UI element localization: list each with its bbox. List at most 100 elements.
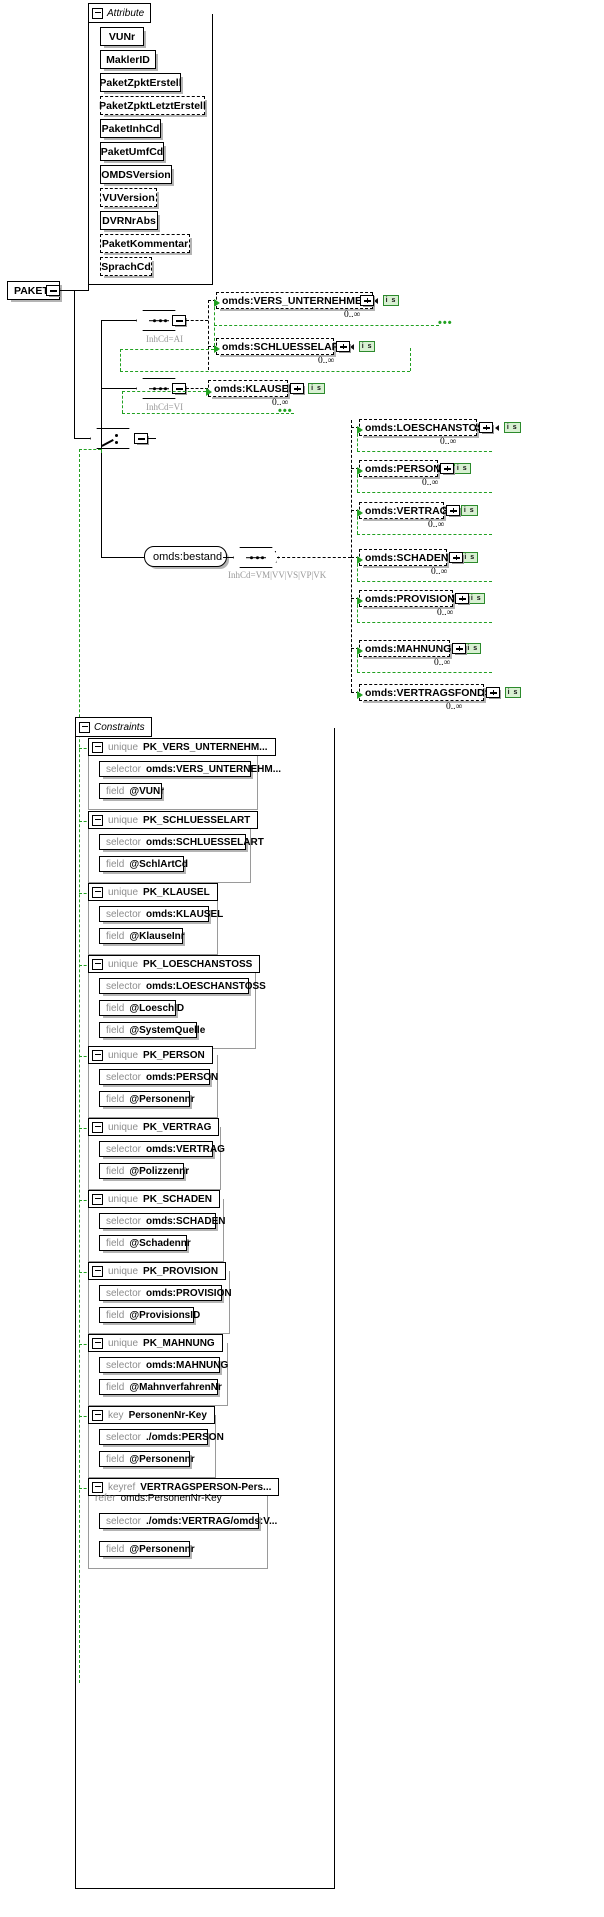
constraint-row-selector[interactable]: selector ./omds:VERTRAG/omds:V... <box>99 1513 277 1529</box>
choice-compositor[interactable] <box>90 428 136 449</box>
minus-icon[interactable] <box>92 1049 103 1061</box>
attribute-paketkommentar[interactable]: PaketKommentar <box>100 234 190 253</box>
attribute-maklerid[interactable]: MaklerID <box>100 50 156 69</box>
constraint-header-2[interactable]: unique PK_KLAUSEL <box>88 883 218 901</box>
constraint-row-selector[interactable]: selector omds:SCHADEN <box>99 1213 225 1229</box>
constraint-row-field[interactable]: field @Schadennr <box>99 1235 191 1251</box>
group-omds-bestand[interactable]: omds:bestand <box>144 546 227 567</box>
constraint-row-field[interactable]: field @Personennr <box>99 1541 195 1557</box>
sequence-compositor-bestand[interactable] <box>233 547 279 568</box>
row-value: ./omds:PERSON <box>146 1431 224 1443</box>
element-vertrag[interactable]: omds:VERTRAG i s <box>359 502 478 519</box>
element-schluesselart[interactable]: omds:SCHLUESSELART i s <box>216 338 376 355</box>
minus-icon[interactable] <box>92 814 103 826</box>
minus-icon[interactable] <box>92 741 103 753</box>
connector-dashed <box>277 557 351 558</box>
expand-vertragsfonds[interactable] <box>486 687 500 698</box>
dot <box>250 555 254 560</box>
constraint-row-selector[interactable]: selector omds:SCHLUESSELART <box>99 834 264 850</box>
attribute-omdsversion[interactable]: OMDSVersion <box>100 165 172 184</box>
constraint-row-field[interactable]: field @Polizzennr <box>99 1163 189 1179</box>
constraints-tab[interactable]: Constraints <box>75 717 152 737</box>
attribute-label: PaketZpktErstell <box>99 76 182 89</box>
expand-schluesselart[interactable] <box>336 341 350 352</box>
expand-vers-unternehmen[interactable] <box>360 295 374 306</box>
expand-mahnung[interactable] <box>452 643 466 654</box>
minus-icon[interactable] <box>92 1337 103 1349</box>
element-loeschanstoss[interactable]: omds:LOESCHANSTOSS i s <box>359 419 521 436</box>
constraint-row-field[interactable]: field @Personennr <box>99 1451 195 1467</box>
constraint-row-field[interactable]: field @Personennr <box>99 1091 195 1107</box>
refer-value: omds:PersonenNr-Key <box>120 1493 222 1504</box>
constraint-row-selector[interactable]: selector ./omds:PERSON <box>99 1429 224 1445</box>
expand-vertrag[interactable] <box>446 505 460 516</box>
element-label: omds:LOESCHANSTOSS <box>365 421 491 434</box>
constraint-row-selector[interactable]: selector omds:VERS_UNTERNEHM... <box>99 761 281 777</box>
attribute-group-tab[interactable]: Attribute <box>88 3 152 23</box>
attribute-paketumfcd[interactable]: PaketUmfCd <box>100 142 164 161</box>
constraint-header-3[interactable]: unique PK_LOESCHANSTOSS <box>88 955 261 973</box>
constraint-header-8[interactable]: unique PK_MAHNUNG <box>88 1334 223 1352</box>
constraint-row-selector[interactable]: selector omds:MAHNUNG <box>99 1357 228 1373</box>
sequence-vi-toggle[interactable] <box>172 383 186 394</box>
root-collapse-toggle[interactable] <box>46 285 60 296</box>
constraint-row-field[interactable]: field @LoeschID <box>99 1000 184 1016</box>
sequence-compositor-ai[interactable] <box>136 310 182 331</box>
constraint-header-4[interactable]: unique PK_PERSON <box>88 1046 213 1064</box>
green-connector <box>122 391 123 413</box>
element-schaden[interactable]: omds:SCHADEN i s <box>359 549 479 566</box>
constraint-header-7[interactable]: unique PK_PROVISION <box>88 1262 227 1280</box>
constraint-row-field-2[interactable]: field @SystemQuelle <box>99 1022 205 1038</box>
constraint-header-5[interactable]: unique PK_VERTRAG <box>88 1118 220 1136</box>
minus-icon[interactable] <box>92 1121 103 1133</box>
element-vers-unternehmen[interactable]: omds:VERS_UNTERNEHMEN i s <box>216 292 400 309</box>
expand-person[interactable] <box>440 463 454 474</box>
constraint-header-9[interactable]: key PersonenNr-Key <box>88 1406 215 1424</box>
element-provision[interactable]: omds:PROVISION i s <box>359 590 485 607</box>
element-label: omds:PROVISION <box>365 592 455 605</box>
element-vertragsfonds[interactable]: omds:VERTRAGSFONDS i s <box>359 684 522 701</box>
attribute-paketzpktletzterstell[interactable]: PaketZpktLetztErstell <box>99 96 206 115</box>
minus-icon[interactable] <box>79 721 90 733</box>
expand-loeschanstoss[interactable] <box>479 422 493 433</box>
expand-schaden[interactable] <box>449 552 463 563</box>
attribute-vuversion[interactable]: VUVersion <box>100 188 157 207</box>
constraint-row-selector[interactable]: selector omds:PERSON <box>99 1069 218 1085</box>
expand-klausel[interactable] <box>290 383 304 394</box>
attribute-vunr[interactable]: VUNr <box>100 27 144 46</box>
minus-icon[interactable] <box>92 958 103 970</box>
constraint-row-field[interactable]: field @MahnverfahrenNr <box>99 1379 222 1395</box>
constraint-row-field[interactable]: field @SchlArtCd <box>99 856 188 872</box>
constraint-row-field[interactable]: field @KlauseInr <box>99 928 185 944</box>
attribute-paketzpkterstell[interactable]: PaketZpktErstell <box>99 73 182 92</box>
element-mahnung[interactable]: omds:MAHNUNG i s <box>359 640 482 657</box>
constraint-header-6[interactable]: unique PK_SCHADEN <box>88 1190 220 1208</box>
element-klausel[interactable]: omds:KLAUSEL i s <box>208 380 325 397</box>
element-person[interactable]: omds:PERSON i s <box>359 460 471 477</box>
constraint-header-0[interactable]: unique PK_VERS_UNTERNEHM... <box>88 738 276 756</box>
constraint-row-selector[interactable]: selector omds:KLAUSEL <box>99 906 223 922</box>
connector-dashed <box>351 692 359 693</box>
constraint-row-selector[interactable]: selector omds:VERTRAG <box>99 1141 225 1157</box>
attribute-paketinhcd[interactable]: PaketInhCd <box>100 119 161 138</box>
minus-icon[interactable] <box>92 1409 103 1421</box>
minus-icon[interactable] <box>92 886 103 898</box>
constraint-box-0 <box>88 747 258 810</box>
sequence-ai-toggle[interactable] <box>172 315 186 326</box>
constraint-header-1[interactable]: unique PK_SCHLUESSELART <box>88 811 259 829</box>
minus-icon[interactable] <box>92 1265 103 1277</box>
choice-toggle[interactable] <box>134 433 148 444</box>
connector <box>101 320 136 322</box>
constraint-row-selector[interactable]: selector omds:PROVISION <box>99 1285 232 1301</box>
expand-provision[interactable] <box>455 593 469 604</box>
minus-icon[interactable] <box>92 7 103 19</box>
constraint-row-field[interactable]: field @VUNr <box>99 783 164 799</box>
minus-icon[interactable] <box>92 1481 103 1493</box>
constraint-box-10 <box>88 1487 268 1569</box>
attribute-dvrnrabs[interactable]: DVRNrAbs <box>100 211 158 230</box>
minus-icon[interactable] <box>92 1193 103 1205</box>
constraint-row-selector[interactable]: selector omds:LOESCHANSTOSS <box>99 978 266 994</box>
attribute-sprachcd[interactable]: SprachCd <box>100 257 152 276</box>
constraint-header-10[interactable]: keyref VERTRAGSPERSON-Pers... <box>88 1478 280 1496</box>
constraint-row-field[interactable]: field @ProvisionsID <box>99 1307 200 1323</box>
